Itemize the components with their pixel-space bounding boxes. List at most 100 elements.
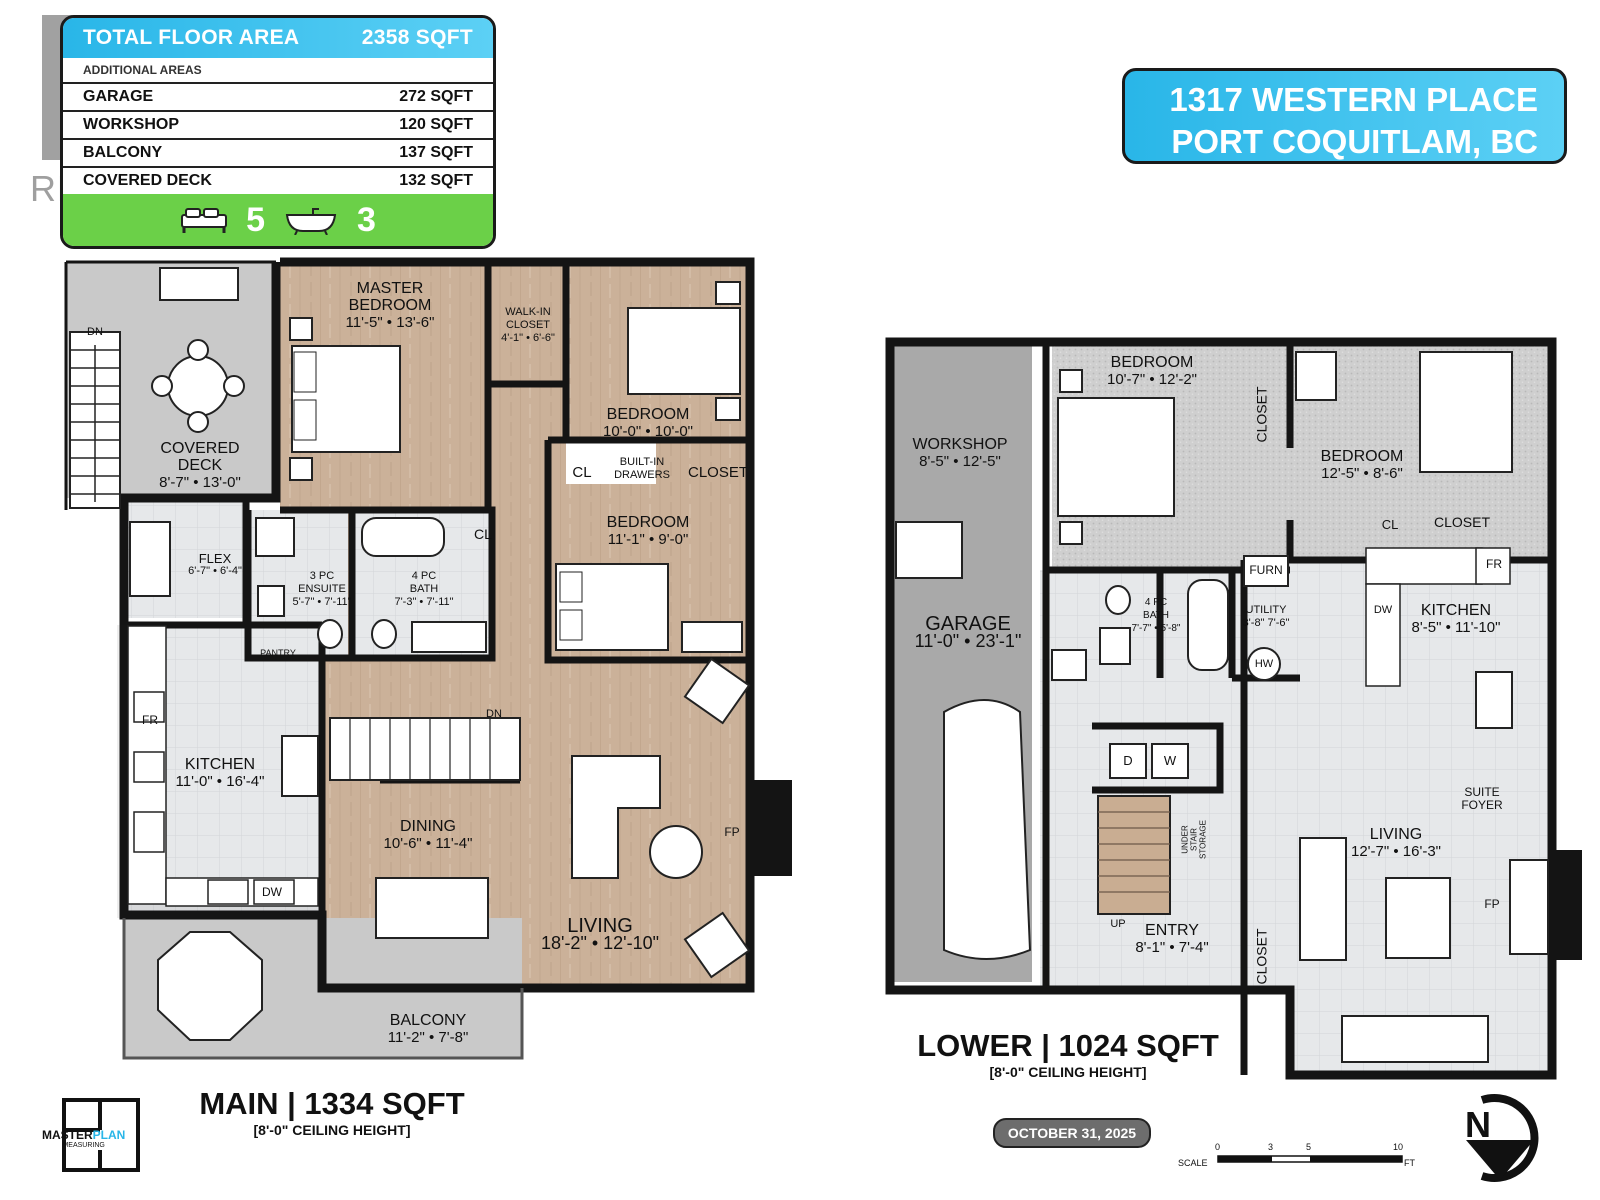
dryer bbox=[1109, 743, 1147, 779]
tag-deck-down: DN bbox=[87, 326, 103, 338]
lower-fireplace bbox=[1552, 850, 1582, 960]
tag-stair-up: UP bbox=[1110, 918, 1126, 930]
bedroom1-bed bbox=[627, 307, 741, 395]
tag-closet-cl: CL bbox=[572, 464, 592, 481]
tag-stair-down: DN bbox=[486, 708, 502, 720]
main-floor-title: MAIN | 1334 SQFT [8'-0" CEILING HEIGHT] bbox=[199, 1086, 465, 1138]
bed-icon bbox=[181, 208, 228, 233]
area-row: BALCONY 137 SQFT bbox=[63, 140, 493, 168]
scale-label: SCALE bbox=[1178, 1158, 1208, 1168]
lower-sofa-bottom bbox=[1341, 1015, 1489, 1063]
area-value: 132 SQFT bbox=[399, 172, 473, 189]
area-value: 272 SQFT bbox=[399, 88, 473, 105]
lower-bed1 bbox=[1057, 397, 1175, 517]
masterplan-logo-icon bbox=[62, 1098, 140, 1172]
additional-areas-label: ADDITIONAL AREAS bbox=[63, 58, 493, 84]
total-area-value: 2358 SQFT bbox=[361, 26, 473, 49]
north-label: N bbox=[1465, 1104, 1491, 1145]
lower-bed2 bbox=[1419, 351, 1513, 473]
tag-pantry: PANTRY bbox=[260, 648, 296, 658]
main-interior-stair bbox=[329, 717, 521, 781]
tag-fridge: FR bbox=[142, 713, 158, 727]
tag-lower-fridge: FR bbox=[1486, 557, 1502, 571]
date-badge: OCTOBER 31, 2025 bbox=[993, 1118, 1151, 1148]
scale-tick: 10 bbox=[1393, 1142, 1404, 1152]
bedroom-count: 5 bbox=[246, 200, 265, 239]
fireplace bbox=[750, 780, 792, 876]
master-bed bbox=[291, 345, 401, 453]
tag-washer: W bbox=[1163, 753, 1177, 768]
dining-table bbox=[375, 877, 489, 939]
scale-bar bbox=[1217, 1155, 1403, 1163]
scale-unit: FT bbox=[1404, 1158, 1415, 1168]
tag-bath-cl: CL bbox=[474, 526, 492, 542]
bathtub-icon bbox=[285, 208, 337, 235]
scale-tick: 3 bbox=[1268, 1142, 1274, 1152]
deck-stair bbox=[69, 331, 121, 509]
area-name: WORKSHOP bbox=[83, 116, 179, 133]
built-in-floor bbox=[566, 440, 656, 484]
area-summary-box: TOTAL FLOOR AREA 2358 SQFT ADDITIONAL AR… bbox=[60, 15, 496, 249]
lower-floor-plan bbox=[885, 337, 1582, 1080]
tag-furnace: FURN bbox=[1249, 563, 1283, 577]
tag-dishwasher: DW bbox=[262, 885, 282, 899]
shower bbox=[255, 517, 295, 557]
bed-bath-counts: 5 3 bbox=[63, 194, 493, 246]
tag-lower-fireplace: FP bbox=[1484, 897, 1500, 911]
north-arrow bbox=[1466, 1094, 1539, 1182]
address-line1: 1317 WESTERN PLACE bbox=[1169, 81, 1538, 118]
tag-hot-water: HW bbox=[1254, 658, 1274, 670]
scale-tick: 0 bbox=[1215, 1142, 1221, 1152]
deck-bench bbox=[159, 267, 239, 301]
lower-kitchen-table bbox=[1475, 671, 1513, 729]
area-row: COVERED DECK 132 SQFT bbox=[63, 168, 493, 194]
balcony-table bbox=[157, 931, 263, 1041]
tag-lower-cl: CL bbox=[1381, 517, 1399, 532]
tag-fireplace: FP bbox=[724, 825, 740, 839]
total-area-header: TOTAL FLOOR AREA 2358 SQFT bbox=[63, 18, 493, 58]
masterplan-logo: MASTERPLAN MEASURING bbox=[42, 1128, 126, 1149]
bathtub bbox=[361, 517, 445, 557]
scale-tick: 5 bbox=[1306, 1142, 1312, 1152]
deck-table bbox=[167, 355, 229, 417]
coffee-table bbox=[649, 825, 703, 879]
tag-lower-closet-2: CLOSET bbox=[1433, 514, 1491, 530]
lower-sofa-left bbox=[1299, 837, 1347, 961]
lower-living-floor bbox=[1290, 560, 1552, 1075]
total-area-label: TOTAL FLOOR AREA bbox=[83, 26, 300, 49]
main-floor-plan bbox=[64, 257, 792, 1060]
property-address: 1317 WESTERN PLACE PORT COQUITLAM, BC bbox=[1122, 68, 1567, 164]
furnace bbox=[1243, 555, 1289, 587]
bedroom2-bed bbox=[555, 563, 669, 651]
area-value: 137 SQFT bbox=[399, 144, 473, 161]
area-name: GARAGE bbox=[83, 88, 154, 105]
area-name: BALCONY bbox=[83, 144, 163, 161]
tag-lower-closet-3: CLOSET bbox=[1253, 928, 1270, 985]
tag-lower-closet-1: CLOSET bbox=[1253, 386, 1270, 443]
tag-lower-dishwasher: DW bbox=[1373, 604, 1393, 616]
area-name: COVERED DECK bbox=[83, 172, 212, 189]
